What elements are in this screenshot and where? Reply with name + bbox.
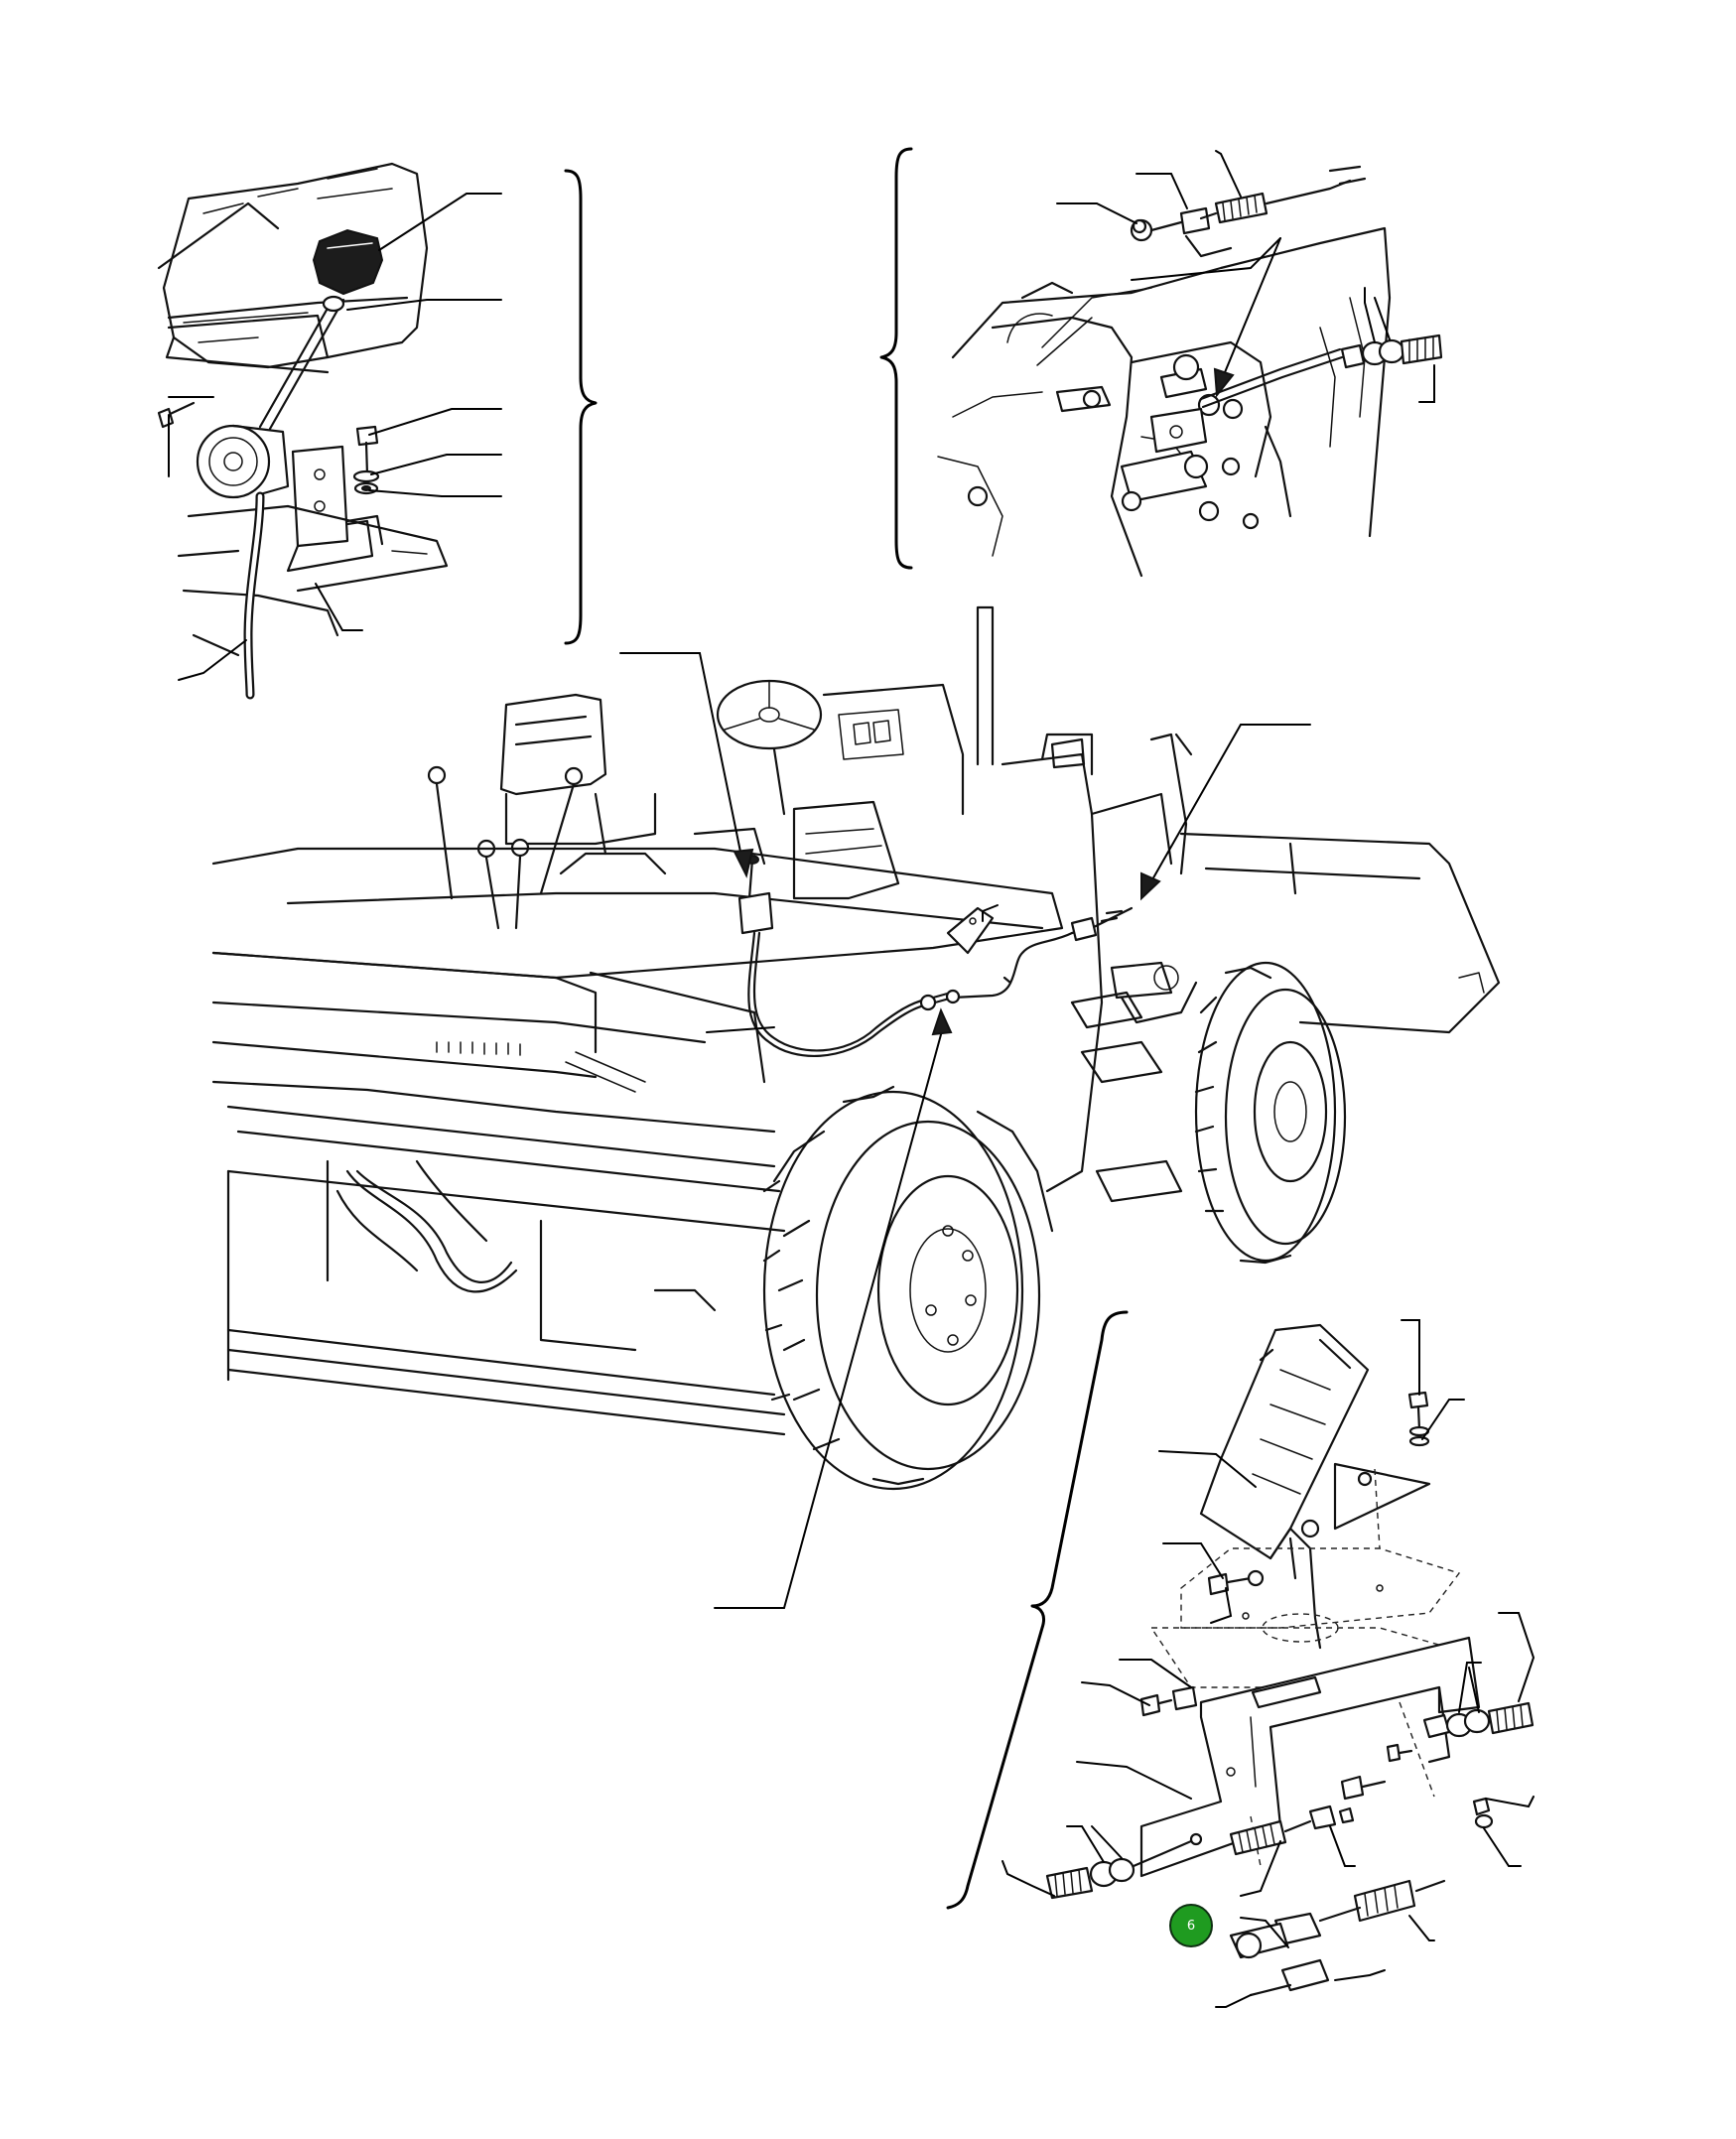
cable-top-spring <box>1130 165 1367 258</box>
cable-end-right <box>1340 334 1443 369</box>
throttle-knob <box>312 228 384 296</box>
lever-hub <box>196 424 271 499</box>
callout-badge[interactable]: 6 <box>1169 1904 1213 1947</box>
throttle-cable <box>747 931 955 1057</box>
cable-spring-center <box>1229 1805 1446 1997</box>
main-machine-view <box>211 605 1501 1609</box>
loader-bucket <box>1179 832 1501 1034</box>
pedal-bracket <box>1139 1636 1481 1878</box>
accelerator-pedal-main <box>946 906 995 955</box>
cable-end-lower-left <box>1045 1832 1203 1900</box>
front-wheel <box>1194 961 1347 1265</box>
lever-knob-1 <box>427 765 447 785</box>
inset-accelerator-pedal <box>946 1310 1536 2008</box>
seat <box>499 693 607 796</box>
mounting-bracket <box>291 445 349 548</box>
lever-knob-4 <box>564 766 584 786</box>
inset-governor-linkage <box>879 147 1443 578</box>
inset-hand-throttle <box>157 162 598 700</box>
rear-wheel <box>762 1085 1054 1491</box>
cable-end-upper-right <box>1422 1701 1535 1829</box>
